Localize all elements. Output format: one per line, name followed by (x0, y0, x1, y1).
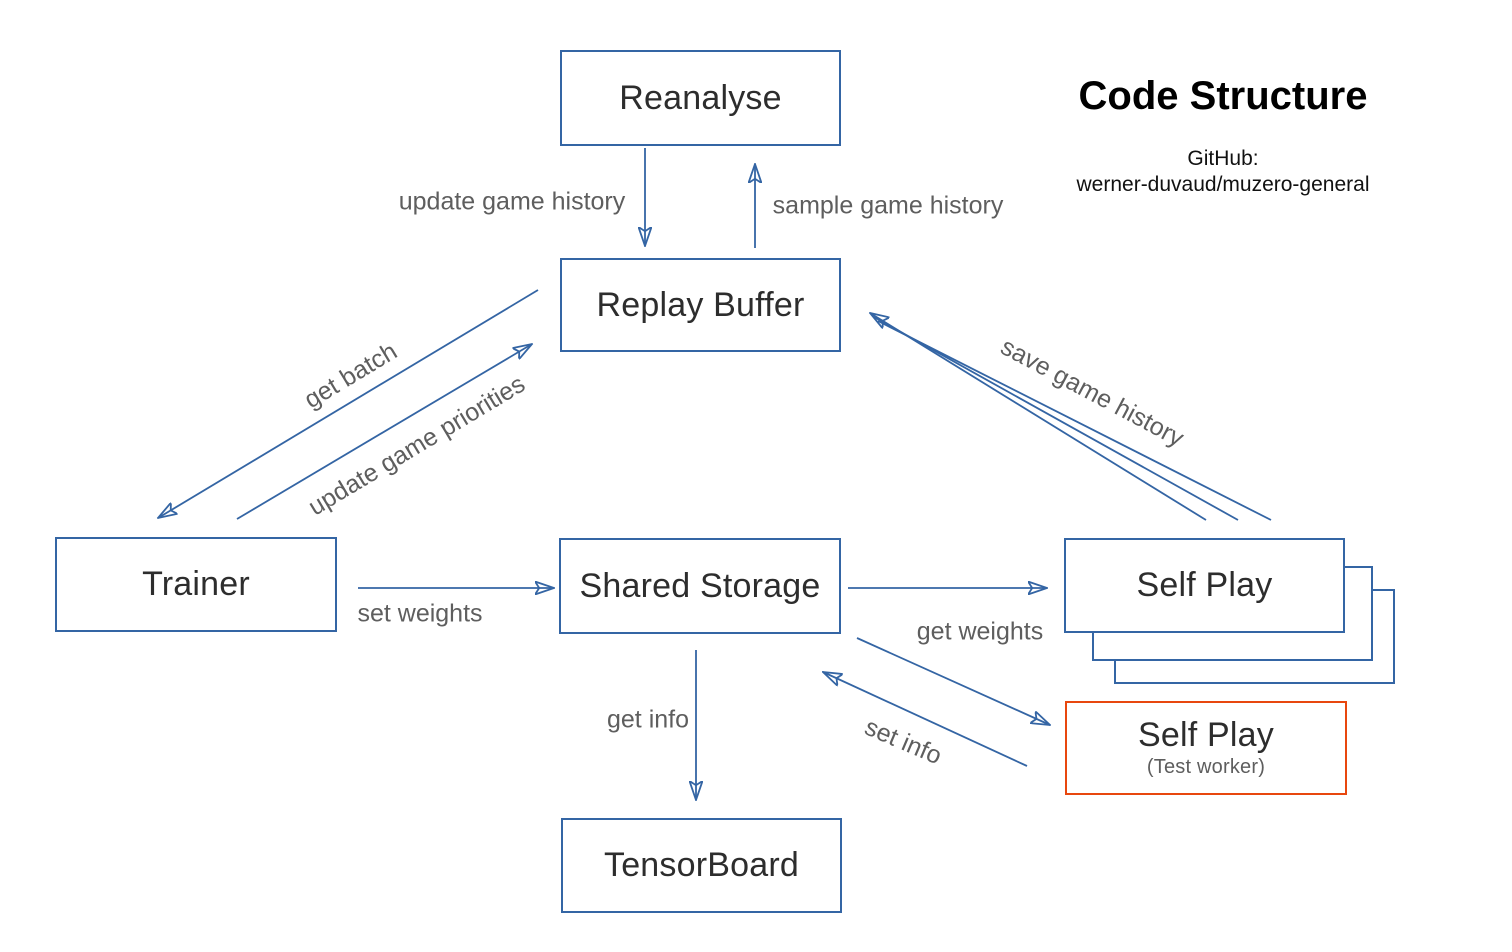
node-replay-buffer-label: Replay Buffer (596, 285, 805, 324)
node-trainer: Trainer (55, 537, 337, 632)
edge-label-get-weights: get weights (916, 617, 1044, 646)
github-label: GitHub: (1187, 147, 1259, 170)
node-self-play-test-worker-label: Self Play (1138, 715, 1274, 754)
edge-label-set-info: set info (860, 712, 946, 771)
node-replay-buffer: Replay Buffer (560, 258, 841, 352)
node-self-play-test-worker: Self Play (Test worker) (1065, 701, 1347, 795)
edge-label-set-weights: set weights (357, 599, 483, 628)
node-self-play-label: Self Play (1136, 566, 1273, 604)
node-reanalyse: Reanalyse (560, 50, 841, 146)
arrow-save-game-history-3 (877, 320, 1272, 521)
node-reanalyse-label: Reanalyse (619, 78, 782, 117)
node-self-play: Self Play (1064, 538, 1345, 633)
edge-label-sample-game-history: sample game history (772, 191, 1004, 220)
edge-label-save-game-history: save game history (996, 332, 1189, 453)
edge-label-get-batch: get batch (299, 337, 403, 415)
node-shared-storage: Shared Storage (559, 538, 841, 634)
node-shared-storage-label: Shared Storage (579, 566, 821, 605)
arrow-save-game-history-2 (873, 316, 1239, 521)
github-repo: werner-duvaud/muzero-general (1076, 173, 1370, 196)
github-reference: GitHub: werner-duvaud/muzero-general (1023, 146, 1423, 198)
page-title: Code Structure (1078, 74, 1368, 118)
arrow-get-weights-diagonal (856, 637, 1050, 725)
edge-label-update-game-history: update game history (398, 187, 626, 216)
node-tensorboard-label: TensorBoard (604, 846, 799, 884)
node-self-play-test-worker-sublabel: (Test worker) (1146, 756, 1266, 779)
edge-label-get-info: get info (606, 705, 690, 734)
node-tensorboard: TensorBoard (561, 818, 842, 913)
node-trainer-label: Trainer (142, 565, 250, 603)
